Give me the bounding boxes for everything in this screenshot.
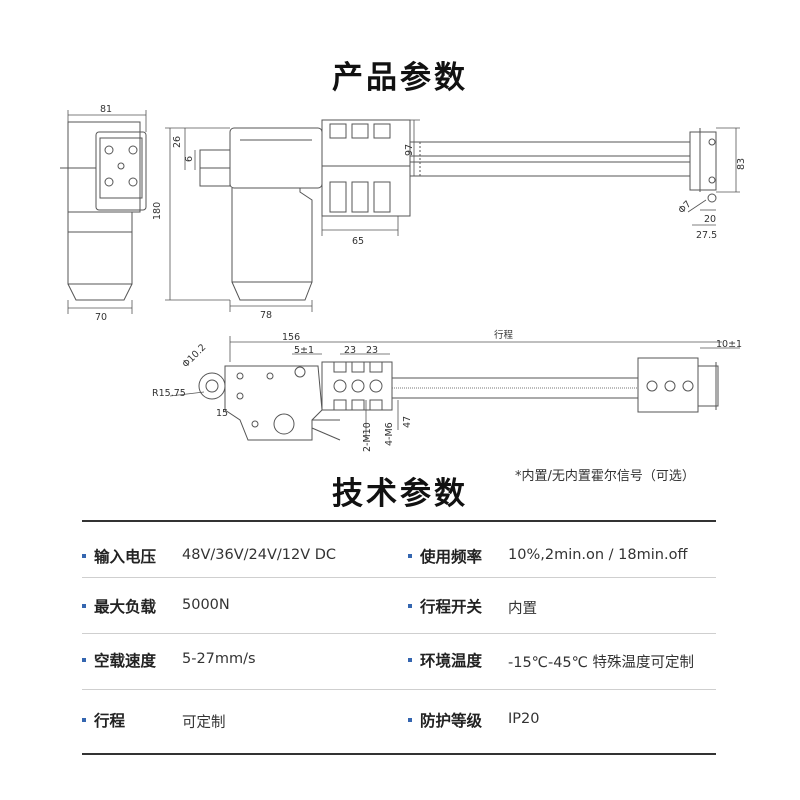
dim-26: 26: [172, 136, 183, 148]
row-divider: [82, 577, 716, 578]
spec-value: 5-27mm/s: [182, 651, 256, 667]
spec-label: 最大负载: [94, 598, 157, 616]
spec-label-cell: 空载速度: [82, 648, 156, 672]
spec-label: 行程: [94, 712, 126, 730]
spec-label: 空载速度: [94, 652, 157, 670]
front-view: [165, 119, 740, 312]
dim-4-m6: 4-M6: [384, 422, 395, 446]
dim-2-m10: 2-M10: [362, 422, 373, 452]
spec-label-cell: 行程: [82, 708, 125, 732]
dim-47: 47: [402, 416, 413, 428]
spec-label-cell: 环境温度: [408, 648, 482, 672]
dim-23b: 23: [366, 345, 378, 356]
dim-6: 6: [184, 156, 195, 162]
dim-10pm1: 10±1: [716, 339, 742, 350]
dim-65: 65: [352, 236, 364, 247]
hall-signal-note: *内置/无内置霍尔信号（可选）: [515, 469, 695, 484]
spec-label: 输入电压: [94, 548, 157, 566]
bullet-icon: [408, 718, 412, 722]
bullet-icon: [82, 718, 86, 722]
dim-phi7: Φ7: [676, 199, 693, 216]
dim-23a: 23: [344, 345, 356, 356]
side-view: [60, 110, 147, 314]
dim-81: 81: [100, 104, 112, 115]
spec-value: -15℃-45℃ 特殊温度可定制: [508, 655, 695, 671]
spec-label-cell: 防护等级: [408, 708, 482, 732]
dim-83: 83: [736, 158, 747, 170]
table-top-rule: [82, 520, 716, 522]
spec-label: 防护等级: [420, 712, 483, 730]
spec-label-cell: 使用频率: [408, 544, 482, 568]
top-view: [169, 336, 740, 441]
dim-phi10-2: Φ10.2: [180, 342, 208, 370]
dim-97: 97: [404, 144, 415, 156]
dim-stroke: 行程: [494, 329, 514, 341]
spec-label-cell: 行程开关: [408, 594, 482, 618]
bullet-icon: [408, 604, 412, 608]
spec-value: 5000N: [182, 597, 230, 613]
bullet-icon: [408, 554, 412, 558]
dim-180: 180: [152, 202, 163, 220]
dim-20: 20: [704, 214, 716, 225]
spec-label: 环境温度: [420, 652, 483, 670]
row-divider: [82, 689, 716, 690]
dim-15: 15: [216, 408, 228, 419]
row-divider: [82, 633, 716, 634]
dim-27-5: 27.5: [696, 230, 717, 241]
product-params-title: 产品参数: [332, 60, 468, 96]
bullet-icon: [82, 554, 86, 558]
spec-label: 使用频率: [420, 548, 483, 566]
spec-value: 内置: [508, 601, 537, 617]
bullet-icon: [408, 658, 412, 662]
dim-70: 70: [95, 312, 107, 323]
spec-label: 行程开关: [420, 598, 483, 616]
spec-label-cell: 输入电压: [82, 544, 156, 568]
technical-drawing: 81 70 180 26 6 78 65 97 83 Φ7 20 27.5 15…: [60, 104, 747, 452]
table-bottom-rule: [82, 753, 716, 755]
bullet-icon: [82, 604, 86, 608]
dim-r15-75: R15.75: [152, 388, 186, 399]
dim-5pm1: 5±1: [294, 345, 314, 356]
spec-value: 10%,2min.on / 18min.off: [508, 547, 688, 563]
spec-label-cell: 最大负载: [82, 594, 156, 618]
dim-78: 78: [260, 310, 272, 321]
bullet-icon: [82, 658, 86, 662]
spec-value: 可定制: [182, 715, 226, 731]
tech-params-title: 技术参数: [332, 476, 468, 512]
spec-value: 48V/36V/24V/12V DC: [182, 547, 337, 563]
dim-156: 156: [282, 332, 300, 343]
spec-value: IP20: [508, 711, 540, 727]
